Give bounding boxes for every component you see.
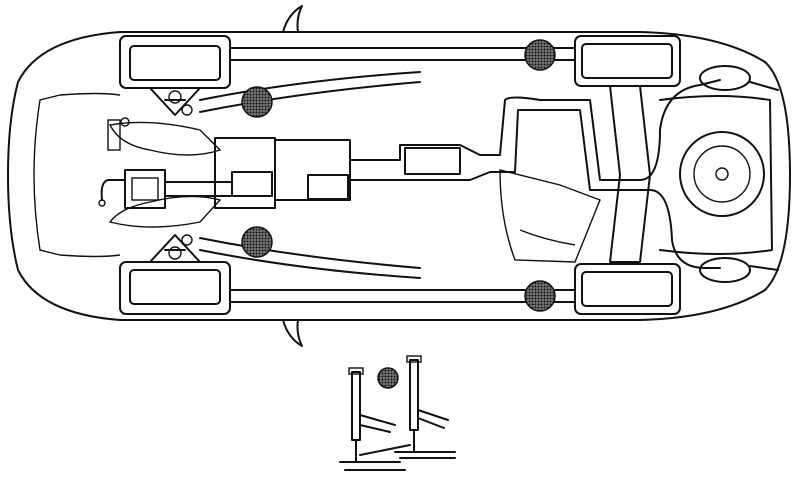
lift-point-rear-right	[524, 280, 556, 312]
lift-points	[241, 39, 556, 312]
rear-axle-and-tank	[609, 65, 779, 283]
wheels	[119, 35, 681, 315]
lift-point-marker-icon	[377, 367, 399, 389]
legend	[339, 355, 456, 471]
side-mirror-top	[282, 5, 303, 33]
car-body-outline	[7, 31, 791, 321]
lift-point-front-right	[241, 226, 273, 258]
engine-transmission	[98, 137, 351, 209]
lift-point-rear-left	[524, 39, 556, 71]
lift-point-front-left	[241, 86, 273, 118]
front-suspension	[107, 71, 421, 279]
rocker-rails	[229, 47, 576, 303]
side-mirror-bottom	[282, 319, 303, 347]
two-post-lift-icon	[339, 355, 456, 471]
exhaust-system	[349, 79, 721, 269]
